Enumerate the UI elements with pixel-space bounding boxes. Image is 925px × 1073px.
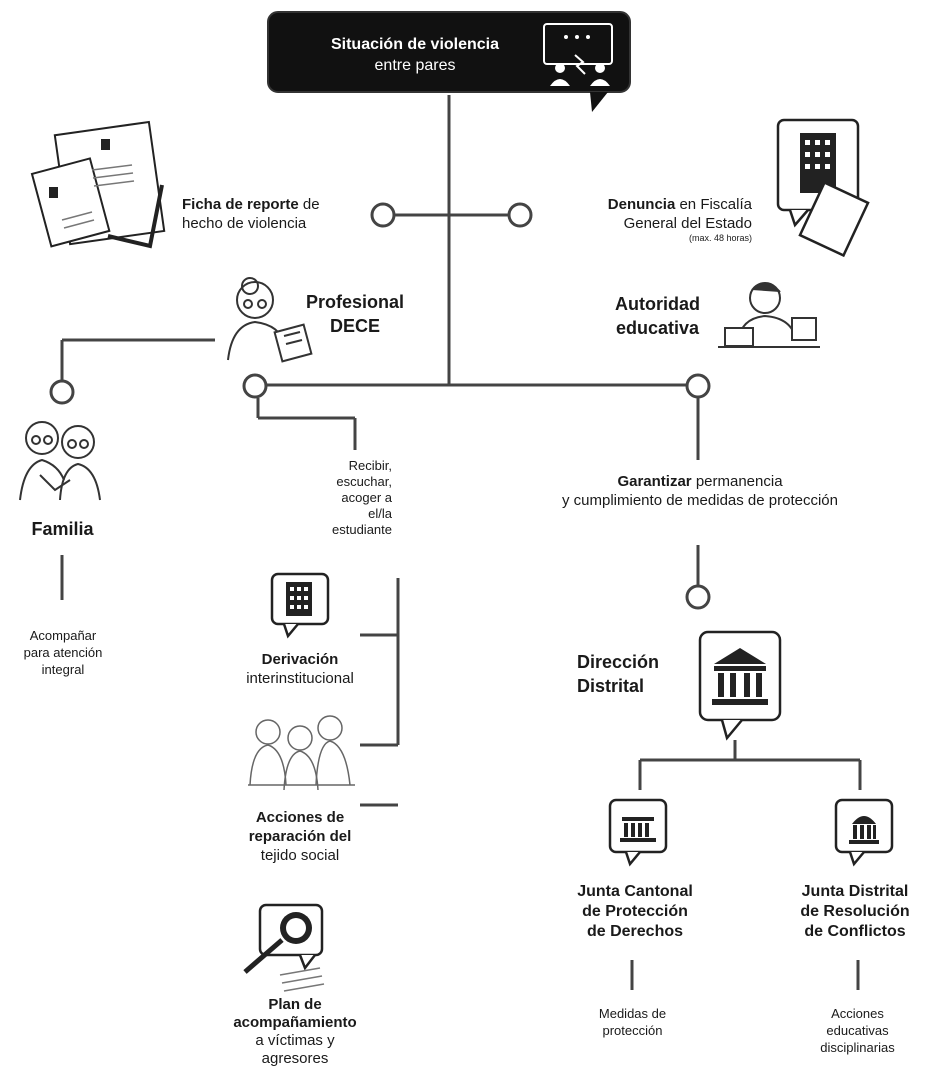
junta-cantonal-desc1: Medidas de <box>598 1006 667 1021</box>
community-group-icon <box>248 715 355 791</box>
denuncia-rest: en Fiscalía <box>675 196 752 213</box>
reparacion-line1: Acciones de <box>255 809 345 826</box>
derivacion-title: Derivación <box>261 651 339 668</box>
junta-cantonal-line3: de Derechos <box>586 923 684 940</box>
denuncia-note: (max. 48 horas) <box>688 233 752 243</box>
junta-cantonal-line1: Junta Cantonal <box>577 883 693 900</box>
junta-distrital-label: Junta Distrital de Resolución de Conflic… <box>785 882 925 942</box>
familia-node <box>49 379 75 405</box>
plan-line2: acompañamiento <box>233 1014 357 1031</box>
direccion-label: Dirección Distrital <box>577 650 697 698</box>
school-authority-icon <box>718 282 820 348</box>
familia-title: Familia <box>31 519 94 539</box>
denuncia-bold: Denuncia <box>607 196 676 213</box>
junta-distrital-desc: Acciones educativas disciplinarias <box>800 1005 915 1056</box>
recibir-line3: acoger a <box>341 490 392 505</box>
direccion-node <box>685 584 711 610</box>
ficha-label: Ficha de reporte de hecho de violencia <box>182 195 372 233</box>
denuncia-line2: General del Estado <box>623 215 752 232</box>
ficha-bold: Ficha de reporte <box>182 196 299 213</box>
recibir-line5: estudiante <box>332 522 392 537</box>
profesional-line2: DECE <box>329 316 380 336</box>
reparacion-label: Acciones de reparación del tejido social <box>230 808 370 865</box>
direccion-line2: Distrital <box>577 676 645 696</box>
recibir-line4: el/la <box>368 506 392 521</box>
ficha-rest: de <box>298 196 320 213</box>
garantizar-bold: Garantizar <box>617 473 692 490</box>
top-title-line2: entre pares <box>374 57 456 74</box>
derivacion-sub: interinstitucional <box>246 670 354 687</box>
direccion-line1: Dirección <box>577 652 660 672</box>
dece-node <box>242 373 268 399</box>
reparacion-line3: tejido social <box>260 847 340 864</box>
familia-desc: Acompañar para atención integral <box>8 627 118 678</box>
autoridad-node <box>685 373 711 399</box>
junta-distrital-desc3: disciplinarias <box>820 1040 895 1055</box>
top-box <box>267 11 631 112</box>
referral-building-icon <box>270 572 330 639</box>
profesional-label: Profesional DECE <box>290 290 420 338</box>
district-government-icon <box>698 630 782 741</box>
magnifier-plan-icon <box>243 903 325 992</box>
recibir-line2: escuchar, <box>336 474 392 489</box>
plan-line1: Plan de <box>268 996 322 1013</box>
junta-distrital-desc2: educativas <box>826 1023 889 1038</box>
ficha-node <box>370 202 396 228</box>
junta-distrital-desc1: Acciones <box>831 1006 884 1021</box>
plan-label: Plan de acompañamiento a víctimas y agre… <box>220 996 370 1068</box>
autoridad-line2: educativa <box>615 318 700 338</box>
prosecutor-building-icon <box>776 118 870 258</box>
junta-distrital-line3: de Conflictos <box>804 923 906 940</box>
garantizar-label: Garantizar permanencia y cumplimiento de… <box>500 472 900 510</box>
ficha-line2: hecho de violencia <box>182 215 307 232</box>
plan-line4: agresores <box>261 1050 329 1067</box>
garantizar-line2: y cumplimiento de medidas de protección <box>562 492 838 509</box>
recibir-label: Recibir, escuchar, acoger a el/la estudi… <box>280 458 392 538</box>
familia-desc1: Acompañar <box>29 628 97 643</box>
derivacion-label: Derivación interinstitucional <box>215 650 385 688</box>
report-documents-icon <box>30 120 166 249</box>
family-icon <box>19 421 101 501</box>
junta-cantonal-desc2: protección <box>602 1023 663 1038</box>
familia-desc2: para atención <box>23 645 103 660</box>
junta-distrital-line2: de Resolución <box>800 903 910 920</box>
junta-cantonal-label: Junta Cantonal de Protección de Derechos <box>560 882 710 942</box>
top-title-line1: Situación de violencia <box>330 36 500 53</box>
dece-professional-icon <box>227 277 313 363</box>
autoridad-label: Autoridad educativa <box>595 292 720 340</box>
profesional-line1: Profesional <box>305 292 405 312</box>
recibir-line1: Recibir, <box>348 458 392 473</box>
junta-distrital-line1: Junta Distrital <box>801 883 909 900</box>
familia-desc3: integral <box>41 662 85 677</box>
junta-cantonal-line2: de Protección <box>582 903 688 920</box>
reparacion-line2: reparación del <box>248 828 352 845</box>
plan-line3: a víctimas y <box>255 1032 335 1049</box>
conflict-resolution-board-icon <box>834 798 894 867</box>
denuncia-node <box>507 202 533 228</box>
top-title: Situación de violencia entre pares <box>300 34 530 76</box>
junta-cantonal-desc: Medidas de protección <box>575 1005 690 1039</box>
autoridad-line1: Autoridad <box>615 294 700 314</box>
cantonal-board-icon <box>608 798 668 867</box>
garantizar-rest: permanencia <box>691 473 783 490</box>
denuncia-label: Denuncia en Fiscalía General del Estado … <box>560 195 752 243</box>
